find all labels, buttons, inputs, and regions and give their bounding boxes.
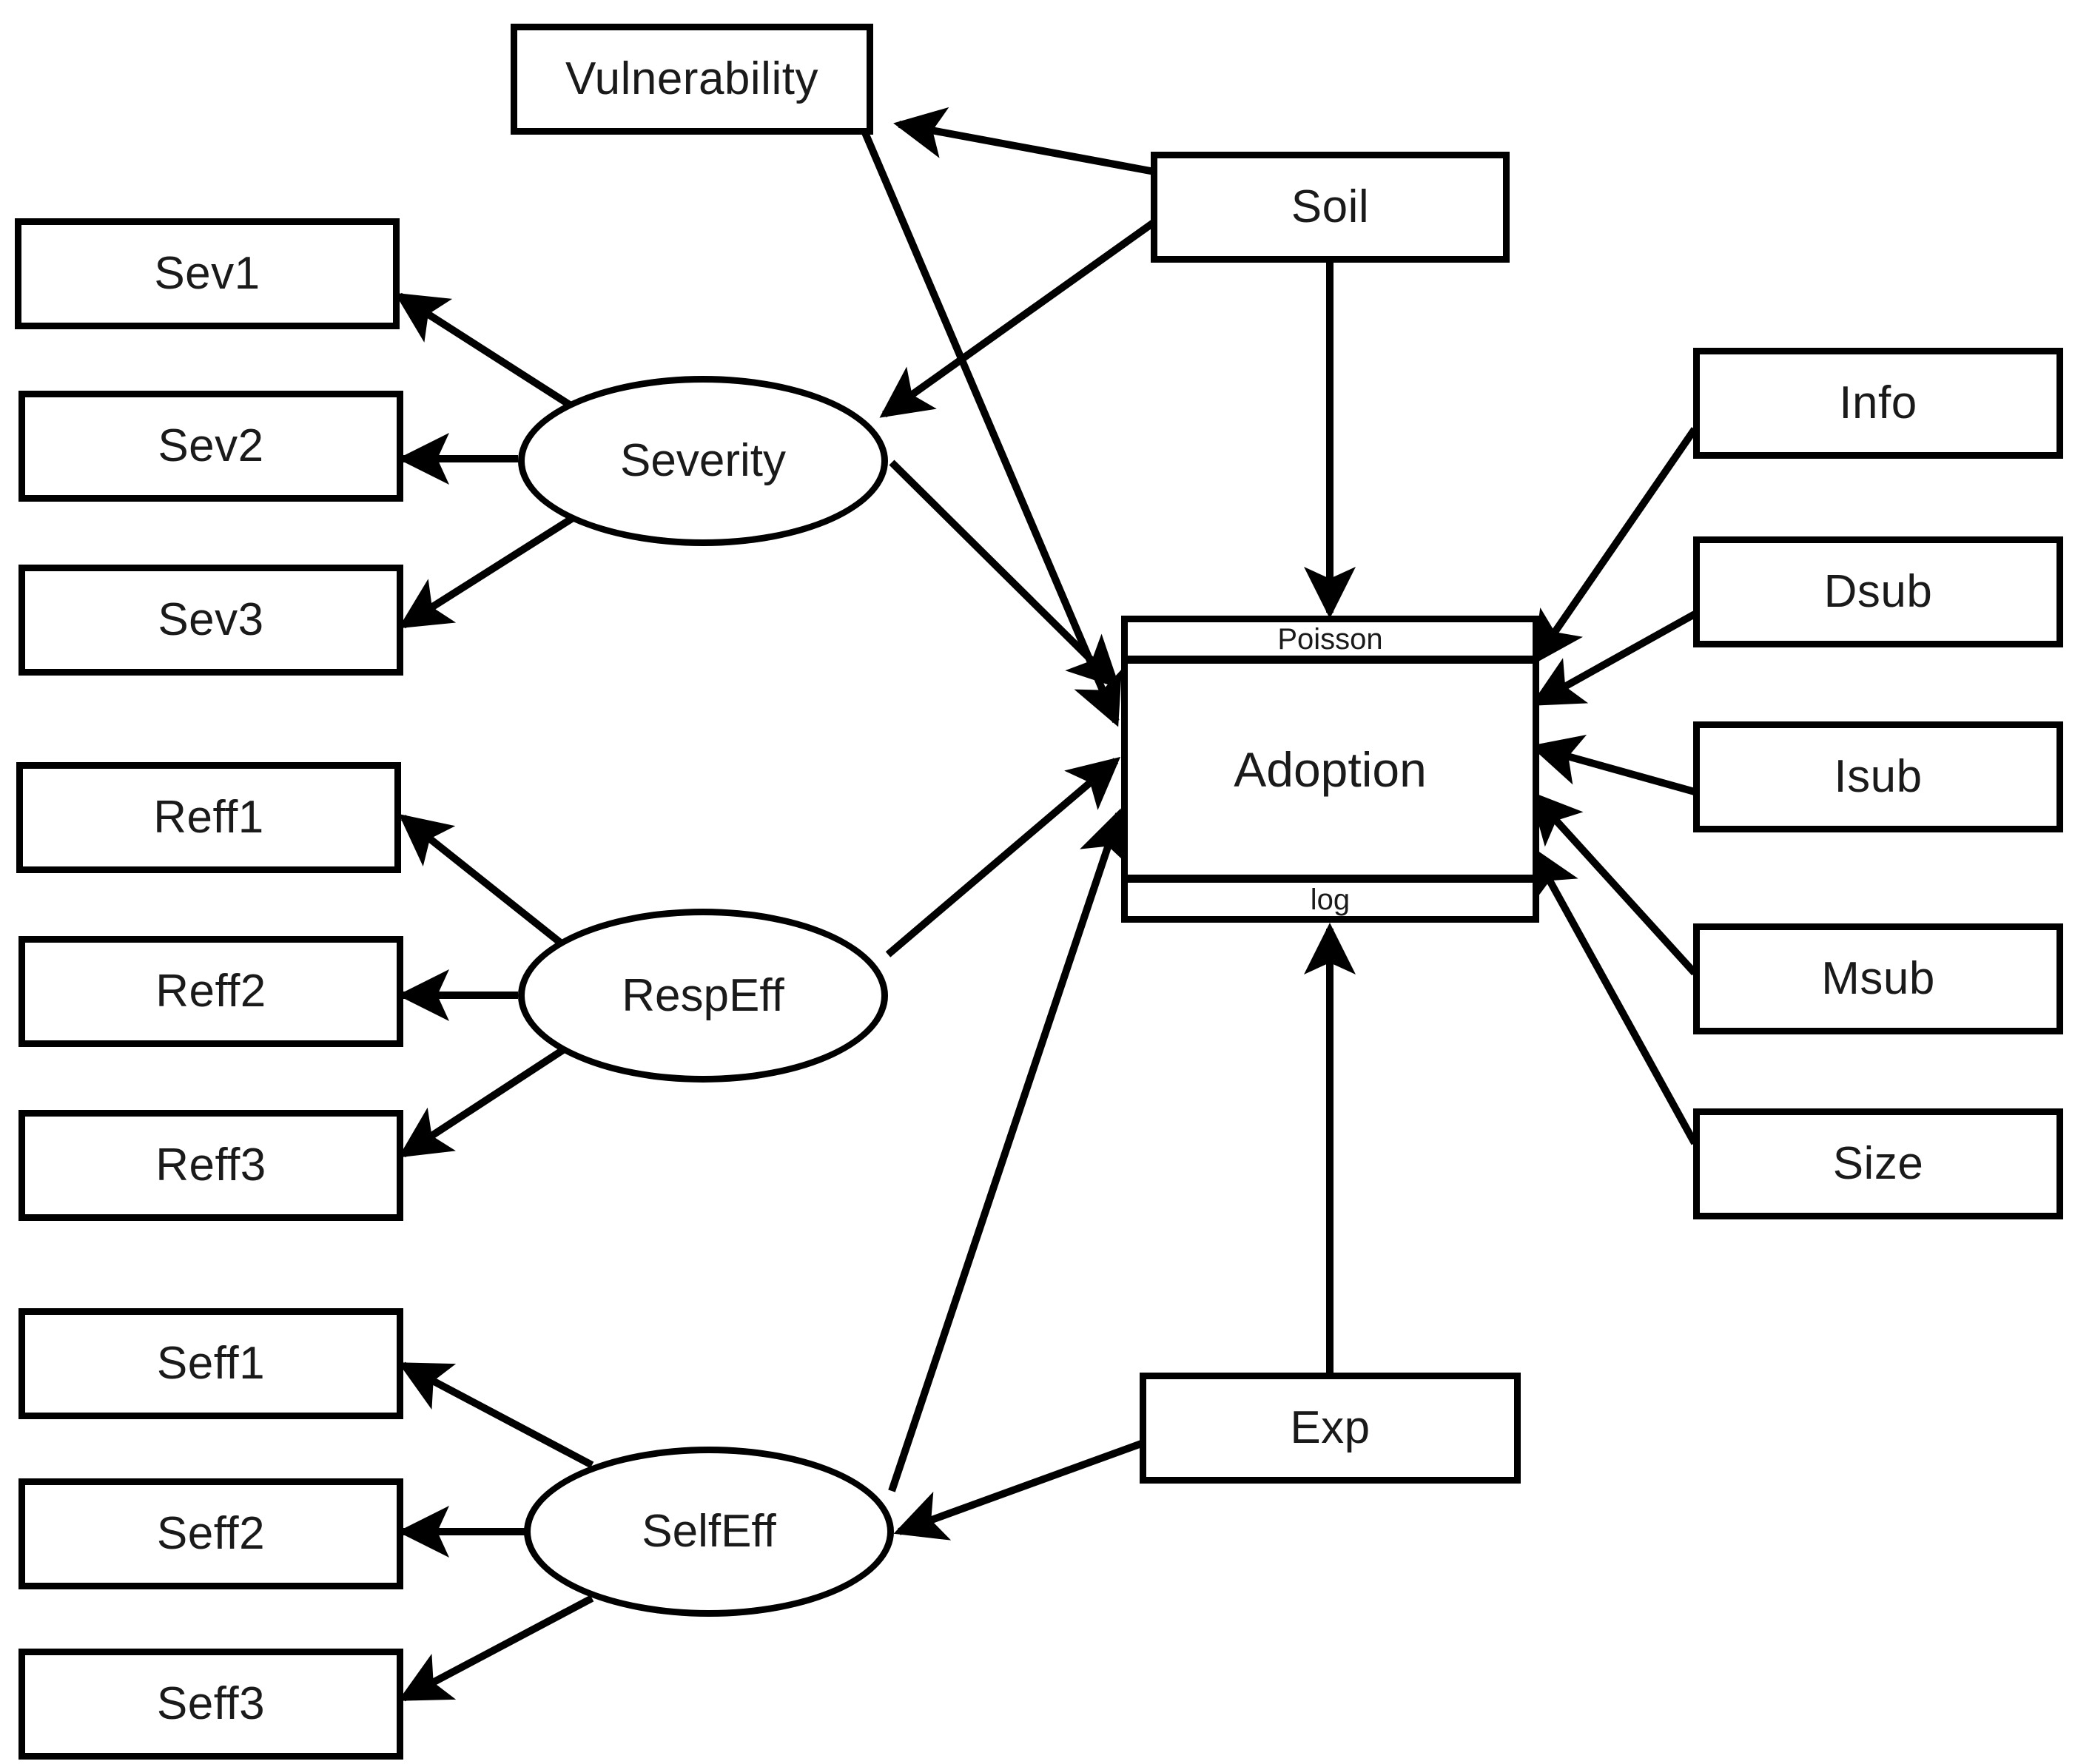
node-reff3-label: Reff3 xyxy=(155,1139,266,1191)
node-exp[interactable]: Exp xyxy=(1140,1373,1521,1484)
node-vulnerability-label: Vulnerability xyxy=(565,53,818,104)
edge-severity-sev3 xyxy=(398,507,587,629)
node-adoption-distribution-label: Poisson xyxy=(1277,622,1383,656)
node-sev2[interactable]: Sev2 xyxy=(19,391,403,502)
node-seff2[interactable]: Seff2 xyxy=(19,1478,403,1589)
node-seff1[interactable]: Seff1 xyxy=(19,1308,403,1419)
node-adoption-core: Adoption xyxy=(1128,664,1533,875)
node-info-label: Info xyxy=(1839,377,1917,428)
edge-respeff-reff1 xyxy=(398,814,588,965)
node-seff1-label: Seff1 xyxy=(156,1338,266,1389)
node-isub[interactable]: Isub xyxy=(1693,721,2063,832)
node-selfeff-label: SelfEff xyxy=(642,1506,776,1557)
node-respeff[interactable]: RespEff xyxy=(518,909,888,1083)
edge-dsub-adoption xyxy=(1530,610,1697,707)
node-seff3-label: Seff3 xyxy=(156,1678,266,1729)
node-adoption[interactable]: Poisson Adoption log xyxy=(1121,616,1539,923)
node-adoption-linkfunction-band: log xyxy=(1128,875,1533,916)
node-reff1-label: Reff1 xyxy=(153,792,264,843)
node-isub-label: Isub xyxy=(1834,751,1923,802)
node-vulnerability[interactable]: Vulnerability xyxy=(511,24,873,135)
node-adoption-label: Adoption xyxy=(1234,741,1427,797)
edge-selfeff-seff3 xyxy=(397,1595,594,1702)
node-adoption-linkfunction-label: log xyxy=(1310,883,1351,916)
node-sev3-label: Sev3 xyxy=(158,594,264,645)
node-severity-label: Severity xyxy=(620,435,786,486)
node-seff3[interactable]: Seff3 xyxy=(19,1649,403,1760)
node-reff3[interactable]: Reff3 xyxy=(19,1110,403,1221)
node-reff2[interactable]: Reff2 xyxy=(19,936,403,1047)
edge-soil-vulnerability xyxy=(893,107,1155,175)
edge-exp-selfeff xyxy=(893,1439,1145,1541)
edge-respeff-reff3 xyxy=(398,1032,587,1158)
edge-vulnerability-adoption xyxy=(858,124,1122,727)
node-exp-label: Exp xyxy=(1290,1402,1371,1453)
edge-selfeff-seff1 xyxy=(397,1361,594,1469)
node-msub-label: Msub xyxy=(1821,953,1935,1004)
edge-size-adoption xyxy=(1530,845,1698,1145)
node-soil[interactable]: Soil xyxy=(1151,152,1510,263)
edge-respeff-adoption xyxy=(885,756,1121,957)
edge-soil-severity xyxy=(879,218,1157,418)
edge-msub-adoption xyxy=(1529,791,1698,976)
node-dsub-label: Dsub xyxy=(1823,566,1933,617)
node-msub[interactable]: Msub xyxy=(1693,923,2063,1034)
edge-severity-sev1 xyxy=(394,292,587,418)
node-sev2-label: Sev2 xyxy=(158,420,264,471)
edge-severity-adoption xyxy=(889,459,1120,689)
node-seff2-label: Seff2 xyxy=(156,1508,266,1559)
node-sev1-label: Sev1 xyxy=(154,248,260,299)
node-reff2-label: Reff2 xyxy=(155,966,266,1017)
node-dsub[interactable]: Dsub xyxy=(1693,536,2063,647)
node-size[interactable]: Size xyxy=(1693,1108,2063,1219)
node-sev3[interactable]: Sev3 xyxy=(19,565,403,676)
node-soil-label: Soil xyxy=(1291,181,1370,232)
node-reff1[interactable]: Reff1 xyxy=(16,762,401,873)
node-severity[interactable]: Severity xyxy=(518,376,888,546)
node-adoption-distribution-band: Poisson xyxy=(1128,622,1533,664)
node-selfeff[interactable]: SelfEff xyxy=(524,1447,894,1617)
node-size-label: Size xyxy=(1832,1138,1924,1189)
edge-selfeff-adoption xyxy=(888,808,1129,1492)
node-info[interactable]: Info xyxy=(1693,348,2063,459)
node-respeff-label: RespEff xyxy=(622,969,784,1021)
node-sev1[interactable]: Sev1 xyxy=(15,218,400,329)
edge-info-adoption xyxy=(1532,427,1698,665)
edge-isub-adoption xyxy=(1530,734,1696,795)
